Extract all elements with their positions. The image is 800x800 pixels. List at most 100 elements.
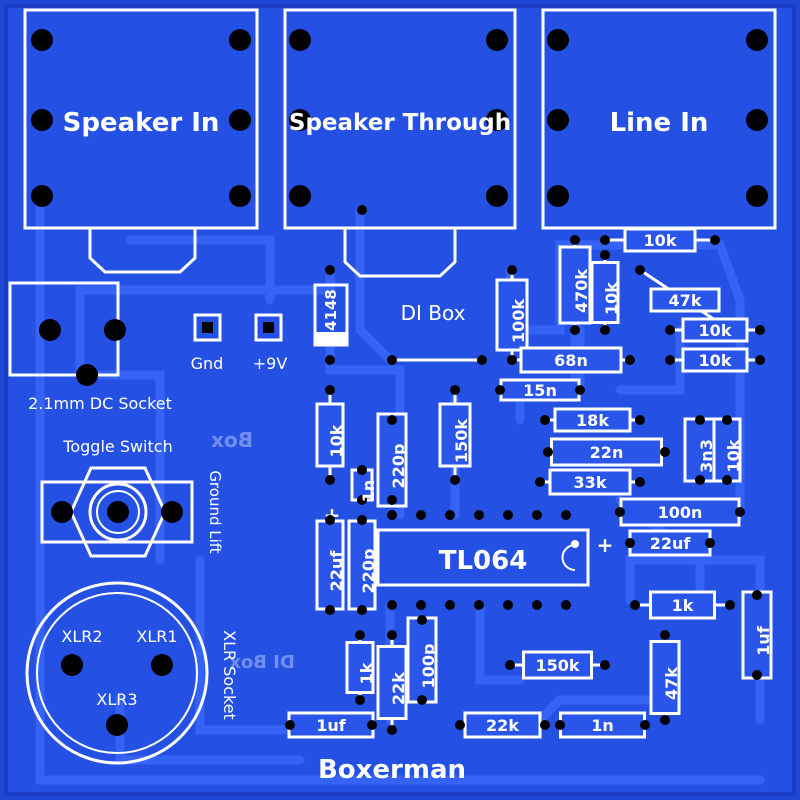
pad: [486, 185, 508, 207]
gnd-label: Gnd: [191, 354, 224, 373]
pad: [600, 250, 610, 260]
line-in-label: Line In: [610, 108, 709, 138]
pad: [229, 29, 251, 51]
ic-pins: [387, 510, 571, 610]
component-body: [345, 641, 375, 694]
component-c-220p-low: 220p: [347, 515, 378, 615]
pad: [540, 720, 550, 730]
pad: [600, 325, 610, 335]
pad: [31, 29, 53, 51]
pad: [357, 515, 367, 525]
pad: [357, 605, 367, 615]
component-c-22uf-r: 22uf: [625, 529, 715, 557]
component-value-label: 1n: [591, 716, 614, 735]
component-c-68n: 68n: [507, 346, 635, 374]
via: [357, 205, 367, 215]
mirror-di-box-text: DI Box: [229, 652, 295, 673]
component-body: [522, 650, 593, 680]
pad: [555, 720, 565, 730]
pad: [710, 235, 720, 245]
toggle-switch-label: Toggle Switch: [62, 437, 172, 456]
pad: [455, 720, 465, 730]
pad: [615, 507, 625, 517]
pad: [625, 538, 635, 548]
pad: [357, 465, 367, 475]
component-r-22k-h: 22k: [455, 711, 550, 739]
pad: [746, 29, 768, 51]
di-box-label: DI Box: [401, 301, 466, 325]
speaker-in-label: Speaker In: [63, 108, 220, 138]
pad: [104, 319, 126, 341]
pad: [495, 385, 505, 395]
component-body: [347, 519, 377, 611]
pad: [665, 355, 675, 365]
speaker-through-label: Speaker Through: [289, 110, 511, 136]
jack-speaker-through: Speaker Through: [283, 8, 517, 278]
pad: [355, 630, 365, 640]
component-body: [553, 407, 632, 433]
pad: [640, 720, 650, 730]
component-c-220p-top: 220p: [376, 412, 408, 508]
component-c-22uf-left: 22uf: [315, 515, 346, 615]
pad: [387, 725, 397, 735]
component-body: [495, 278, 529, 352]
pad: [547, 109, 569, 131]
pad: [39, 319, 61, 341]
component-value-label: 47k: [669, 291, 702, 310]
pad: [600, 660, 610, 670]
pad: [755, 325, 765, 335]
component-c-22n: 22n: [543, 437, 670, 467]
dc-socket-label: 2.1mm DC Socket: [28, 394, 172, 413]
component-body: [315, 519, 345, 611]
component-body: [712, 417, 742, 483]
jumper-wire: [387, 355, 487, 365]
pad: [570, 325, 580, 335]
component-body: [438, 402, 472, 468]
pad: [229, 109, 251, 131]
component-r-1k-right: 1k: [630, 590, 735, 620]
pad: [507, 265, 517, 275]
component-value-label: 22uf: [327, 550, 346, 592]
component-c-1n-bottom: 1n: [555, 711, 650, 739]
pad: [289, 109, 311, 131]
component-value-label: 220p: [359, 549, 378, 594]
component-value-label: 22k: [486, 716, 519, 735]
pad: [746, 185, 768, 207]
component-value-label: 10k: [327, 424, 346, 457]
component-body: [649, 590, 716, 620]
pad: [735, 507, 745, 517]
pad: [505, 660, 515, 670]
component-body: [519, 346, 623, 374]
component-r-18k: 18k: [540, 407, 645, 433]
component-c-100n: 100n: [615, 497, 745, 527]
pad: [752, 590, 762, 600]
component-value-label: 10k: [644, 231, 677, 250]
pad: [635, 415, 645, 425]
mirror-box-text: Box: [211, 428, 253, 452]
component-r-10k-r2: 10k: [665, 347, 765, 373]
pad: [665, 325, 675, 335]
pad: [535, 477, 545, 487]
pad: [635, 477, 645, 487]
pad: [722, 475, 732, 485]
component-value-label: 100n: [658, 503, 703, 522]
component-value-label: 1k: [672, 596, 694, 615]
pad: [722, 415, 732, 425]
pad: [285, 720, 295, 730]
pad: [76, 364, 98, 386]
component-r-10k-top: 10k: [600, 227, 720, 253]
component-value-label: 150k: [452, 419, 471, 463]
pad: [695, 475, 705, 485]
component-value-label: 33k: [574, 473, 607, 492]
component-value-label: 220p: [389, 444, 408, 489]
pad: [289, 185, 311, 207]
pad: [625, 355, 635, 365]
component-value-label: 10k: [724, 439, 743, 472]
ic-tl064: TL064: [376, 510, 590, 610]
pad: [540, 415, 550, 425]
jack-speaker-in: Speaker In: [23, 8, 259, 274]
pad: [387, 630, 397, 640]
